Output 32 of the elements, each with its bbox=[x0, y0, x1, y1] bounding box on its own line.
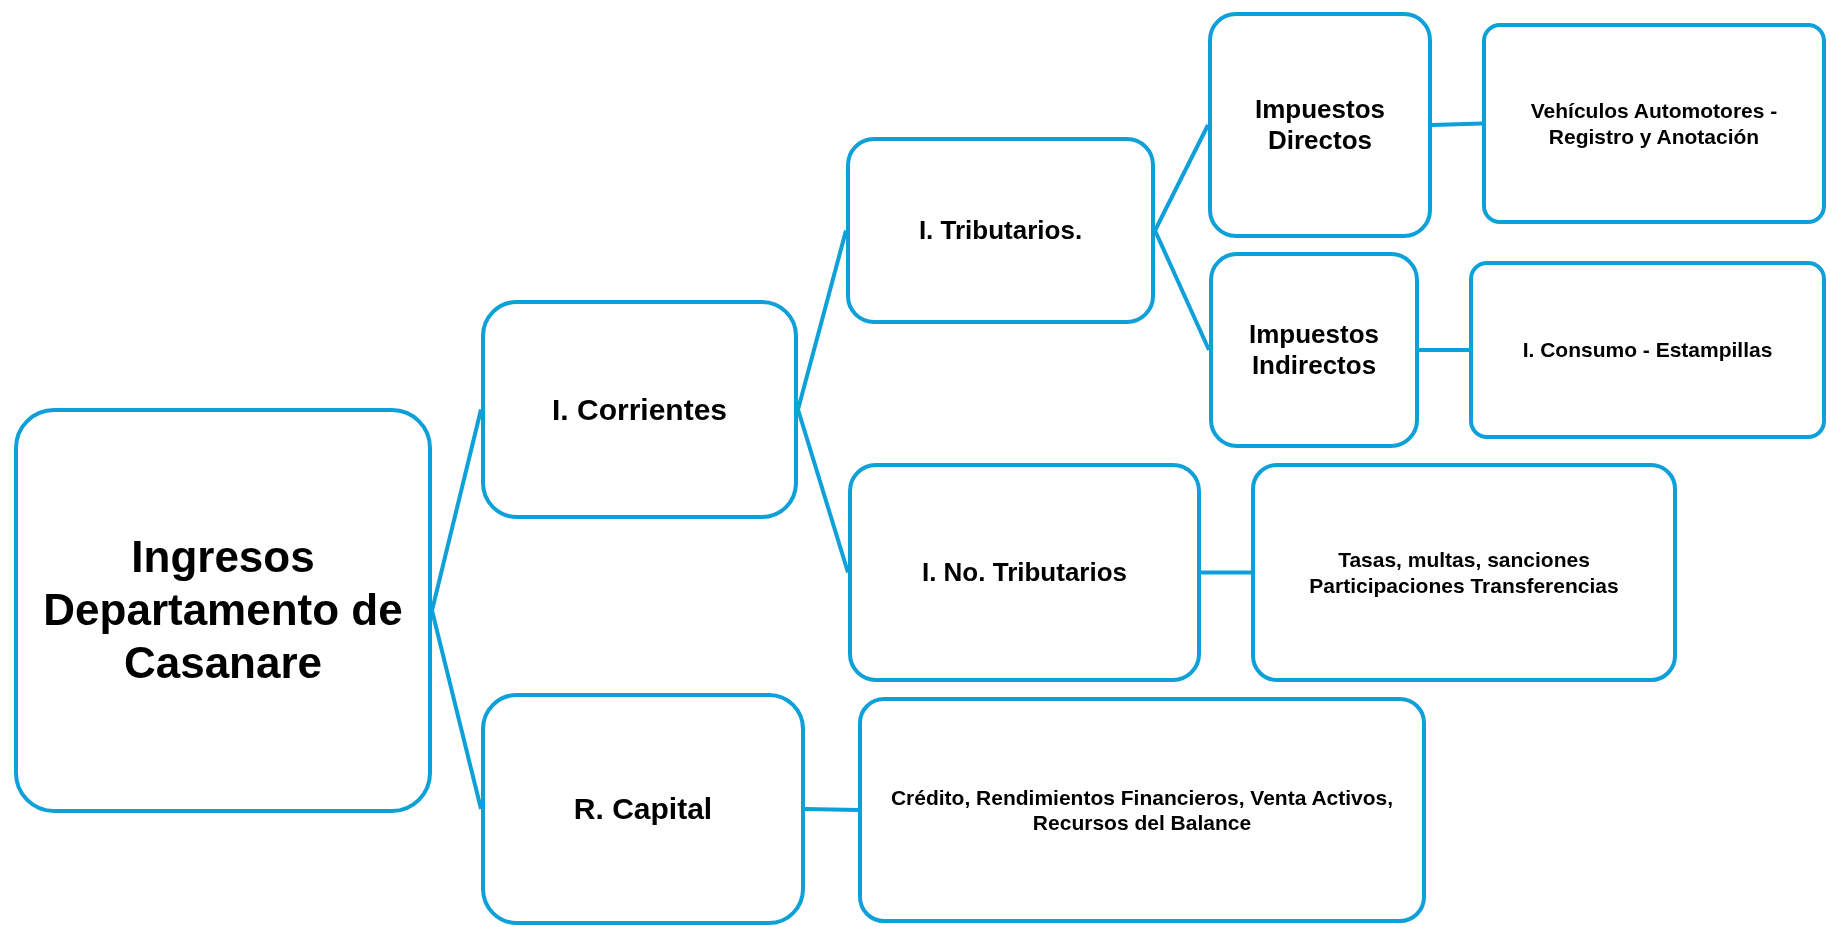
box-label: I. No. Tributarios bbox=[921, 556, 1128, 589]
category-box bbox=[14, 408, 432, 813]
box-label: Tasas, multas, sanciones Participaciones Transferencias bbox=[1308, 547, 1620, 598]
category-box bbox=[481, 693, 805, 925]
category-box bbox=[848, 463, 1201, 682]
box-label: Impuestos Indirectos bbox=[1248, 318, 1380, 382]
box-label: Impuestos Directos bbox=[1254, 93, 1386, 157]
connector-line bbox=[1431, 121, 1483, 127]
category-box bbox=[481, 300, 798, 519]
category-box bbox=[846, 137, 1155, 324]
category-box bbox=[1482, 23, 1826, 224]
box-label: Ingresos Departamento de Casanare bbox=[42, 531, 404, 689]
category-box bbox=[1469, 261, 1826, 439]
box-label: I. Tributarios. bbox=[918, 214, 1083, 247]
connector-line bbox=[1153, 124, 1210, 232]
connector-line bbox=[1153, 229, 1211, 351]
box-label: I. Consumo - Estampillas bbox=[1522, 337, 1773, 363]
connector-line bbox=[1201, 570, 1251, 575]
connector-line bbox=[804, 807, 859, 812]
connector-line bbox=[796, 230, 848, 410]
category-box bbox=[1209, 252, 1419, 448]
category-box bbox=[1251, 463, 1677, 682]
box-label: Crédito, Rendimientos Financieros, Venta Activos, Recursos del Balance bbox=[889, 784, 1395, 836]
box-label: I. Corrientes bbox=[551, 391, 728, 428]
connector-line bbox=[430, 610, 483, 810]
category-box bbox=[858, 697, 1426, 923]
connector-line bbox=[430, 409, 483, 611]
box-label: R. Capital bbox=[573, 791, 713, 827]
connector-line bbox=[796, 408, 850, 574]
connector-line bbox=[1419, 348, 1469, 352]
box-label: Vehículos Automotores - Registro y Anotación bbox=[1529, 98, 1779, 149]
category-box bbox=[1208, 12, 1432, 238]
